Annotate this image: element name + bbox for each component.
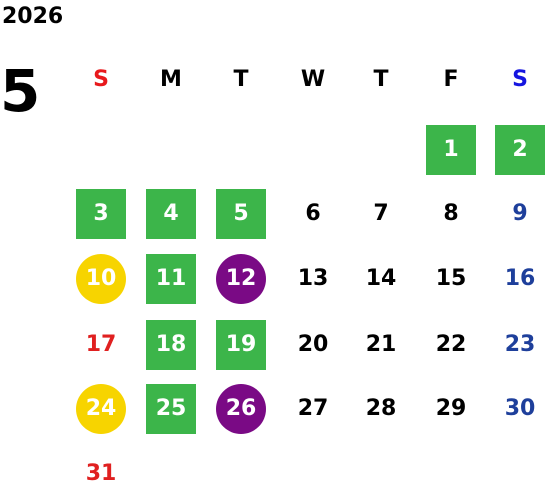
day-cell[interactable]: 31: [85, 461, 117, 486]
weekday-label: T: [233, 67, 249, 92]
day-cell[interactable]: 7: [373, 201, 389, 226]
day-cell[interactable]: 13: [297, 266, 329, 291]
day-cell[interactable]: 3: [76, 189, 126, 239]
weekday-label: F: [443, 67, 459, 92]
weekday-label: M: [160, 67, 182, 92]
day-cell[interactable]: 2: [495, 125, 545, 175]
day-cell[interactable]: 9: [512, 201, 528, 226]
weekday-label: S: [512, 67, 528, 92]
day-cell[interactable]: 26: [216, 384, 266, 434]
day-cell[interactable]: 20: [297, 332, 329, 357]
day-cell[interactable]: 4: [146, 189, 196, 239]
day-cell[interactable]: 28: [365, 396, 397, 421]
day-cell[interactable]: 27: [297, 396, 329, 421]
weekday-label: T: [373, 67, 389, 92]
year-label: 2026: [2, 4, 64, 29]
day-cell[interactable]: 6: [305, 201, 321, 226]
day-cell[interactable]: 25: [146, 384, 196, 434]
day-cell[interactable]: 30: [504, 396, 536, 421]
day-cell[interactable]: 18: [146, 320, 196, 370]
day-cell[interactable]: 15: [435, 266, 467, 291]
day-cell[interactable]: 21: [365, 332, 397, 357]
day-cell[interactable]: 5: [216, 189, 266, 239]
day-cell[interactable]: 12: [216, 254, 266, 304]
day-cell[interactable]: 19: [216, 320, 266, 370]
day-cell[interactable]: 10: [76, 254, 126, 304]
day-cell[interactable]: 24: [76, 384, 126, 434]
day-cell[interactable]: 17: [85, 332, 117, 357]
day-cell[interactable]: 14: [365, 266, 397, 291]
day-cell[interactable]: 1: [426, 125, 476, 175]
weekday-label: W: [300, 67, 326, 92]
weekday-label: S: [93, 67, 109, 92]
day-cell[interactable]: 29: [435, 396, 467, 421]
day-cell[interactable]: 22: [435, 332, 467, 357]
day-cell[interactable]: 23: [504, 332, 536, 357]
day-cell[interactable]: 16: [504, 266, 536, 291]
day-cell[interactable]: 8: [443, 201, 459, 226]
month-number: 5: [0, 57, 41, 125]
day-cell[interactable]: 11: [146, 254, 196, 304]
